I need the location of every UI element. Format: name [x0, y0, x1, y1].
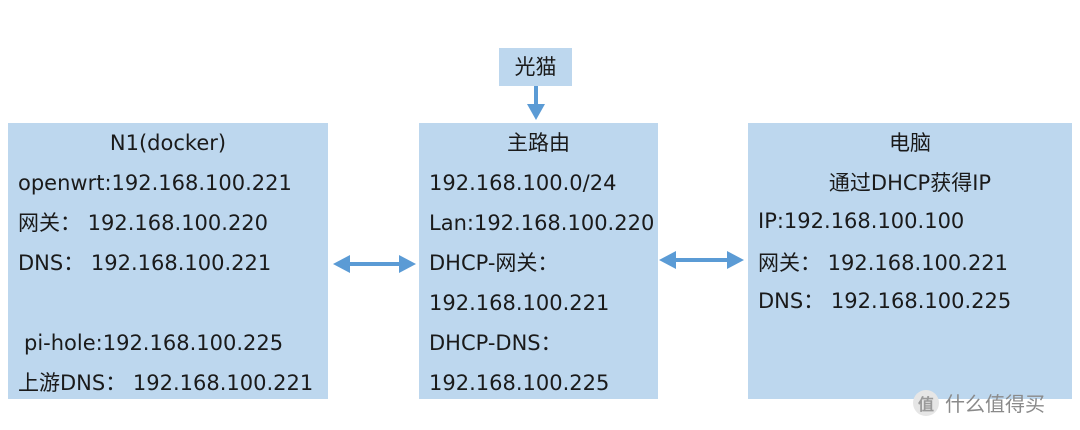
router-title: 主路由	[507, 131, 570, 155]
router-subnet: 192.168.100.0/24	[429, 171, 617, 195]
arrowhead-left-1	[333, 255, 350, 273]
router-dhcp-dns-label: DHCP-DNS：	[429, 331, 562, 355]
pc-title: 电脑	[889, 131, 931, 155]
n1-pihole: pi-hole:192.168.100.225	[24, 331, 284, 355]
modem-box: 光猫	[499, 48, 572, 86]
router-dhcp-gateway-value: 192.168.100.221	[429, 291, 610, 315]
router-dhcp-gateway-label: DHCP-网关：	[429, 251, 559, 275]
n1-title: N1(docker)	[109, 131, 227, 155]
router-dhcp-dns-value: 192.168.100.225	[429, 371, 610, 395]
n1-openwrt: openwrt:192.168.100.221	[18, 171, 292, 195]
arrowhead-left-2	[659, 251, 676, 269]
pc-gateway: 网关： 192.168.100.221	[758, 251, 1009, 275]
arrowhead-right-2	[727, 251, 744, 269]
arrowhead-right-1	[399, 255, 416, 273]
n1-docker-box: N1(docker) openwrt:192.168.100.221 网关： 1…	[8, 123, 328, 399]
pc-box: 电脑 通过DHCP获得IP IP:192.168.100.100 网关： 192…	[748, 123, 1072, 399]
router-lan: Lan:192.168.100.220	[429, 211, 655, 235]
watermark-text: 什么值得买	[945, 392, 1045, 416]
arrowhead-down	[527, 104, 545, 120]
pc-ip: IP:192.168.100.100	[758, 209, 965, 233]
pc-dns: DNS： 192.168.100.225	[758, 289, 1012, 313]
modem-label: 光猫	[514, 55, 557, 79]
main-router-box: 主路由 192.168.100.0/24 Lan:192.168.100.220…	[419, 123, 658, 399]
n1-gateway: 网关： 192.168.100.220	[18, 211, 269, 235]
pc-subtitle: 通过DHCP获得IP	[828, 171, 992, 195]
watermark-logo-icon: 值	[913, 389, 939, 416]
watermark: 值 什么值得买	[913, 388, 1045, 417]
n1-dns: DNS： 192.168.100.221	[18, 251, 272, 275]
n1-upstream-dns: 上游DNS： 192.168.100.221	[18, 371, 314, 395]
